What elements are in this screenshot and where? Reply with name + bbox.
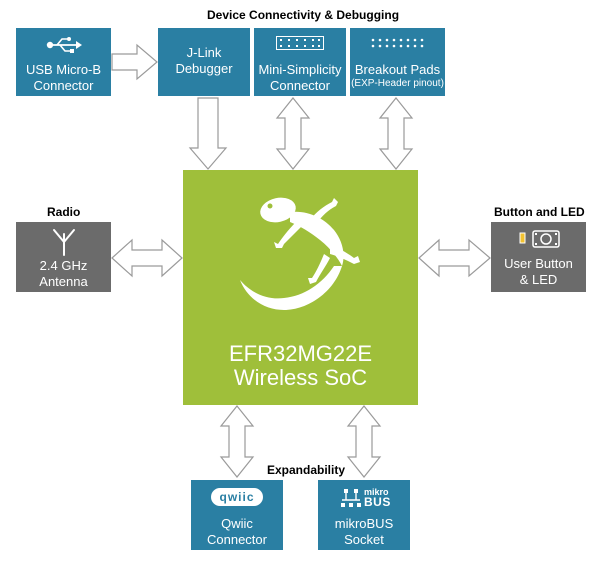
arrow-breakout-to-soc [378,97,414,170]
qwiic-label-line1: Qwiic [221,516,253,531]
soc-block: EFR32MG22E Wireless SoC [183,170,418,405]
mikrobus-label-line2: Socket [344,532,384,547]
arrow-jlink-to-soc [188,97,228,170]
jlink-label-line1: J-Link [186,45,222,60]
mikrobus-logo-bottom: BUS [364,495,391,509]
qwiic-logo: qwiic [211,488,263,506]
button-led-heading: Button and LED [494,205,585,219]
jlink-label-line2: Debugger [175,61,233,76]
antenna-label-line1: 2.4 GHz [39,258,88,273]
arrow-usb-to-jlink [111,43,158,81]
qwiic-block: qwiic Qwiic Connector [191,480,283,550]
button-label-line2: & LED [519,272,558,287]
qwiic-logo-text: qwiic [219,490,255,504]
mikrobus-block: mikro BUS mikroBUS Socket [318,480,410,550]
mini-label-line2: Connector [270,78,330,93]
arrow-mini-to-soc [275,97,311,170]
usb-block: USB Micro-B Connector [16,28,111,96]
mikrobus-logo-top: mikro [364,487,389,497]
mikrobus-label-line1: mikroBUS [334,516,394,531]
breakout-label-line2: (EXP-Header pinout) [351,78,444,89]
mini-simplicity-block: Mini-Simplicity Connector [254,28,346,96]
mikrobus-pins-icon [341,489,361,507]
mini-label-line1: Mini-Simplicity [258,62,342,77]
usb-label-line1: USB Micro-B [25,62,102,77]
usb-icon [46,37,82,53]
button-label-line1: User Button [504,256,573,271]
breakout-label-line1: Breakout Pads [354,62,441,77]
breakout-block: Breakout Pads (EXP-Header pinout) [350,28,445,96]
soc-title-line2: Wireless SoC [233,365,368,390]
soc-title-line1: EFR32MG22E [228,341,373,366]
expandability-heading: Expandability [267,463,346,477]
arrow-soc-to-button [418,238,491,278]
radio-heading: Radio [47,205,81,219]
button-led-block: User Button & LED [491,222,586,292]
antenna-label-line2: Antenna [39,274,88,289]
gecko-logo [240,197,360,310]
pin-header-icon [276,36,324,50]
button-led-icon [519,230,560,248]
antenna-block: 2.4 GHz Antenna [16,222,111,292]
usb-label-line2: Connector [33,78,94,93]
arrow-soc-to-qwiic [219,405,255,478]
breakout-pads-icon [371,38,424,48]
jlink-block: J-Link Debugger [158,28,250,96]
connectivity-heading: Device Connectivity & Debugging [207,8,400,22]
antenna-icon [53,229,75,256]
qwiic-label-line2: Connector [207,532,267,547]
arrow-antenna-to-soc [111,238,183,278]
arrow-soc-to-mikrobus [346,405,382,478]
